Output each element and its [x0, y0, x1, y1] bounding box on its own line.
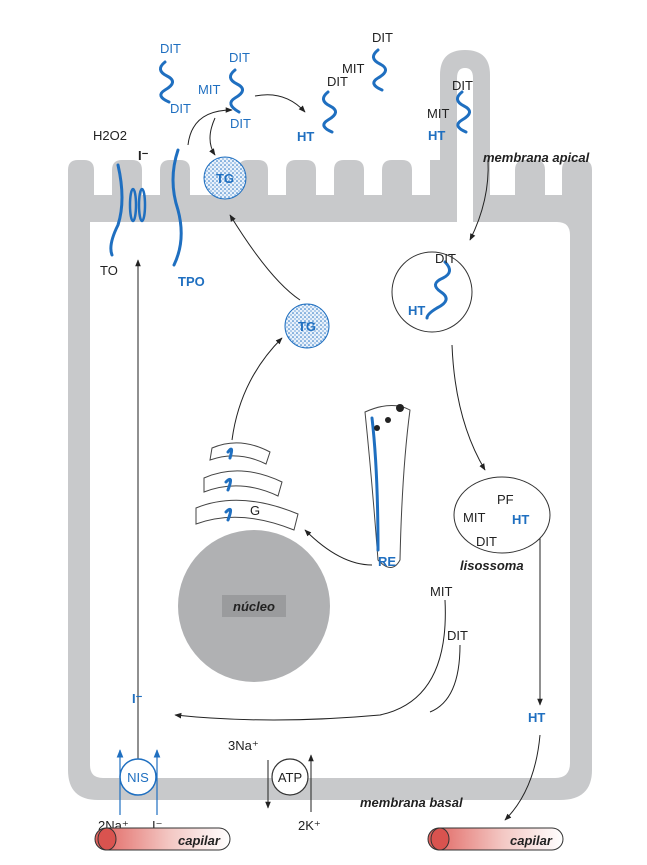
colloid-dit-2: DIT	[170, 101, 191, 116]
colloid-mit-3: MIT	[427, 106, 449, 121]
ribosome-3	[374, 425, 380, 431]
to-label: TO	[100, 263, 118, 278]
tg-label-cytoplasm: TG	[298, 319, 316, 334]
arrow-coupling	[255, 95, 305, 112]
er-label: RE	[378, 554, 396, 569]
colloid-coil-4	[373, 50, 385, 90]
h2o2-label: H2O2	[93, 128, 127, 143]
colloid-coil-2	[230, 70, 242, 112]
endosome-ht-label: HT	[408, 303, 425, 318]
capillary-left: capilar	[95, 828, 230, 850]
colloid-ht-2: HT	[428, 128, 445, 143]
capillary-right: capilar	[428, 828, 563, 850]
colloid-dit-1: DIT	[160, 41, 181, 56]
colloid-ht-1: HT	[297, 129, 314, 144]
lysosome-mit-label: MIT	[463, 510, 485, 525]
tg-label-apical: TG	[216, 171, 234, 186]
colloid-dit-5: DIT	[327, 74, 348, 89]
capillary-left-label: capilar	[178, 833, 221, 848]
colloid-dit-6: DIT	[372, 30, 393, 45]
lysosome-ht-label: HT	[512, 512, 529, 527]
lysosome-label: lisossoma	[460, 558, 524, 573]
apical-iodide-label: I⁻	[138, 148, 149, 163]
atp-label: ATP	[278, 770, 302, 785]
colloid-dit-3: DIT	[229, 50, 250, 65]
na3-label: 3Na⁺	[228, 738, 259, 753]
cytoplasm-iodide-label: I⁻	[132, 691, 143, 706]
released-dit-label: DIT	[447, 628, 468, 643]
colloid-coil-3	[323, 92, 335, 132]
nucleus-label: núcleo	[233, 599, 275, 614]
arrow-to-tg-apical	[210, 118, 215, 155]
colloid-dit-4: DIT	[230, 116, 251, 131]
colloid-mit-2: MIT	[342, 61, 364, 76]
released-ht-label: HT	[528, 710, 545, 725]
tpo-label: TPO	[178, 274, 205, 289]
ribosome-1	[396, 404, 404, 412]
ribosome-2	[385, 417, 391, 423]
endosome	[392, 252, 472, 332]
capillary-right-label: capilar	[510, 833, 553, 848]
basal-membrane-label: membrana basal	[360, 795, 463, 810]
colloid-mit-1: MIT	[198, 82, 220, 97]
lysosome-dit-label: DIT	[476, 534, 497, 549]
golgi-label: G	[250, 503, 260, 518]
endosome-dit-label: DIT	[435, 251, 456, 266]
k2-label: 2K⁺	[298, 818, 321, 833]
lysosome-pf-label: PF	[497, 492, 514, 507]
colloid-coil-1	[160, 62, 172, 102]
nis-label: NIS	[127, 770, 149, 785]
apical-membrane-label: membrana apical	[483, 150, 590, 165]
colloid-dit-7: DIT	[452, 78, 473, 93]
released-mit-label: MIT	[430, 584, 452, 599]
